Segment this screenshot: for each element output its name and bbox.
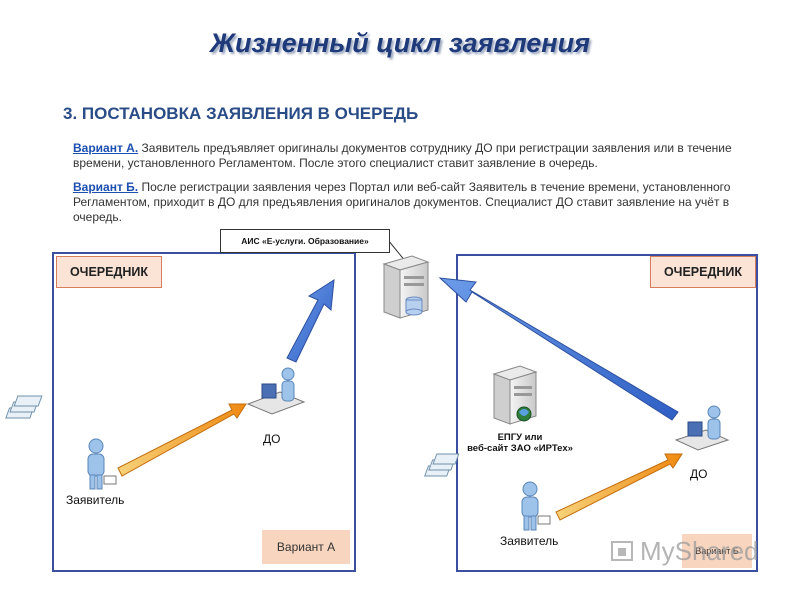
variant-b-link[interactable]: Вариант Б.: [73, 180, 139, 194]
section-heading: 3. ПОСТАНОВКА ЗАЯВЛЕНИЯ В ОЧЕРЕДЬ: [63, 104, 419, 123]
arrow-applicant-to-do-b: [555, 453, 683, 521]
epgu-label: ЕПГУ или веб-сайт ЗАО «ИРТех»: [460, 432, 580, 454]
arrow-do-to-ais-b: [438, 277, 679, 421]
applicant-icon-a: [87, 438, 117, 490]
panel-variant-a: [52, 252, 356, 572]
variant-a-link[interactable]: Вариант А.: [73, 141, 139, 155]
do-label-b: ДО: [690, 467, 708, 481]
queue-label-a: ОЧЕРЕДНИК: [56, 256, 162, 288]
documents-icon-a: [5, 395, 43, 419]
arrow-do-to-ais-a: [286, 279, 335, 363]
variant-a-paragraph: Вариант А. Заявитель предъявляет оригина…: [73, 141, 763, 171]
watermark-logo-icon: [611, 541, 633, 561]
applicant-label-a: Заявитель: [66, 493, 125, 507]
watermark-text: MyShared: [640, 536, 759, 566]
arrow-applicant-to-do-a: [117, 403, 247, 477]
do-label-a: ДО: [263, 432, 281, 446]
queue-label-b: ОЧЕРЕДНИК: [650, 256, 756, 288]
variant-b-tag: Вариант Б: [682, 534, 752, 568]
applicant-label-b: Заявитель: [500, 534, 559, 548]
do-operator-icon-a: [246, 367, 306, 415]
applicant-icon-b: [521, 481, 551, 531]
ais-server-icon: [382, 255, 430, 319]
ais-callout-label: АИС «Е-услуги. Образование»: [220, 229, 390, 253]
variant-b-text: После регистрации заявления через Портал…: [73, 180, 731, 224]
do-operator-icon-b: [674, 405, 730, 451]
variant-a-tag: Вариант А: [262, 530, 350, 564]
epgu-label-line1: ЕПГУ или: [497, 432, 543, 443]
epgu-label-line2: веб-сайт ЗАО «ИРТех»: [467, 443, 573, 454]
slide-title: Жизненный цикл заявления: [209, 28, 591, 58]
variant-b-paragraph: Вариант Б. После регистрации заявления ч…: [73, 180, 763, 225]
variant-a-text: Заявитель предъявляет оригиналы документ…: [73, 141, 732, 170]
epgu-server-icon: [492, 365, 538, 425]
documents-icon-b: [424, 453, 460, 477]
